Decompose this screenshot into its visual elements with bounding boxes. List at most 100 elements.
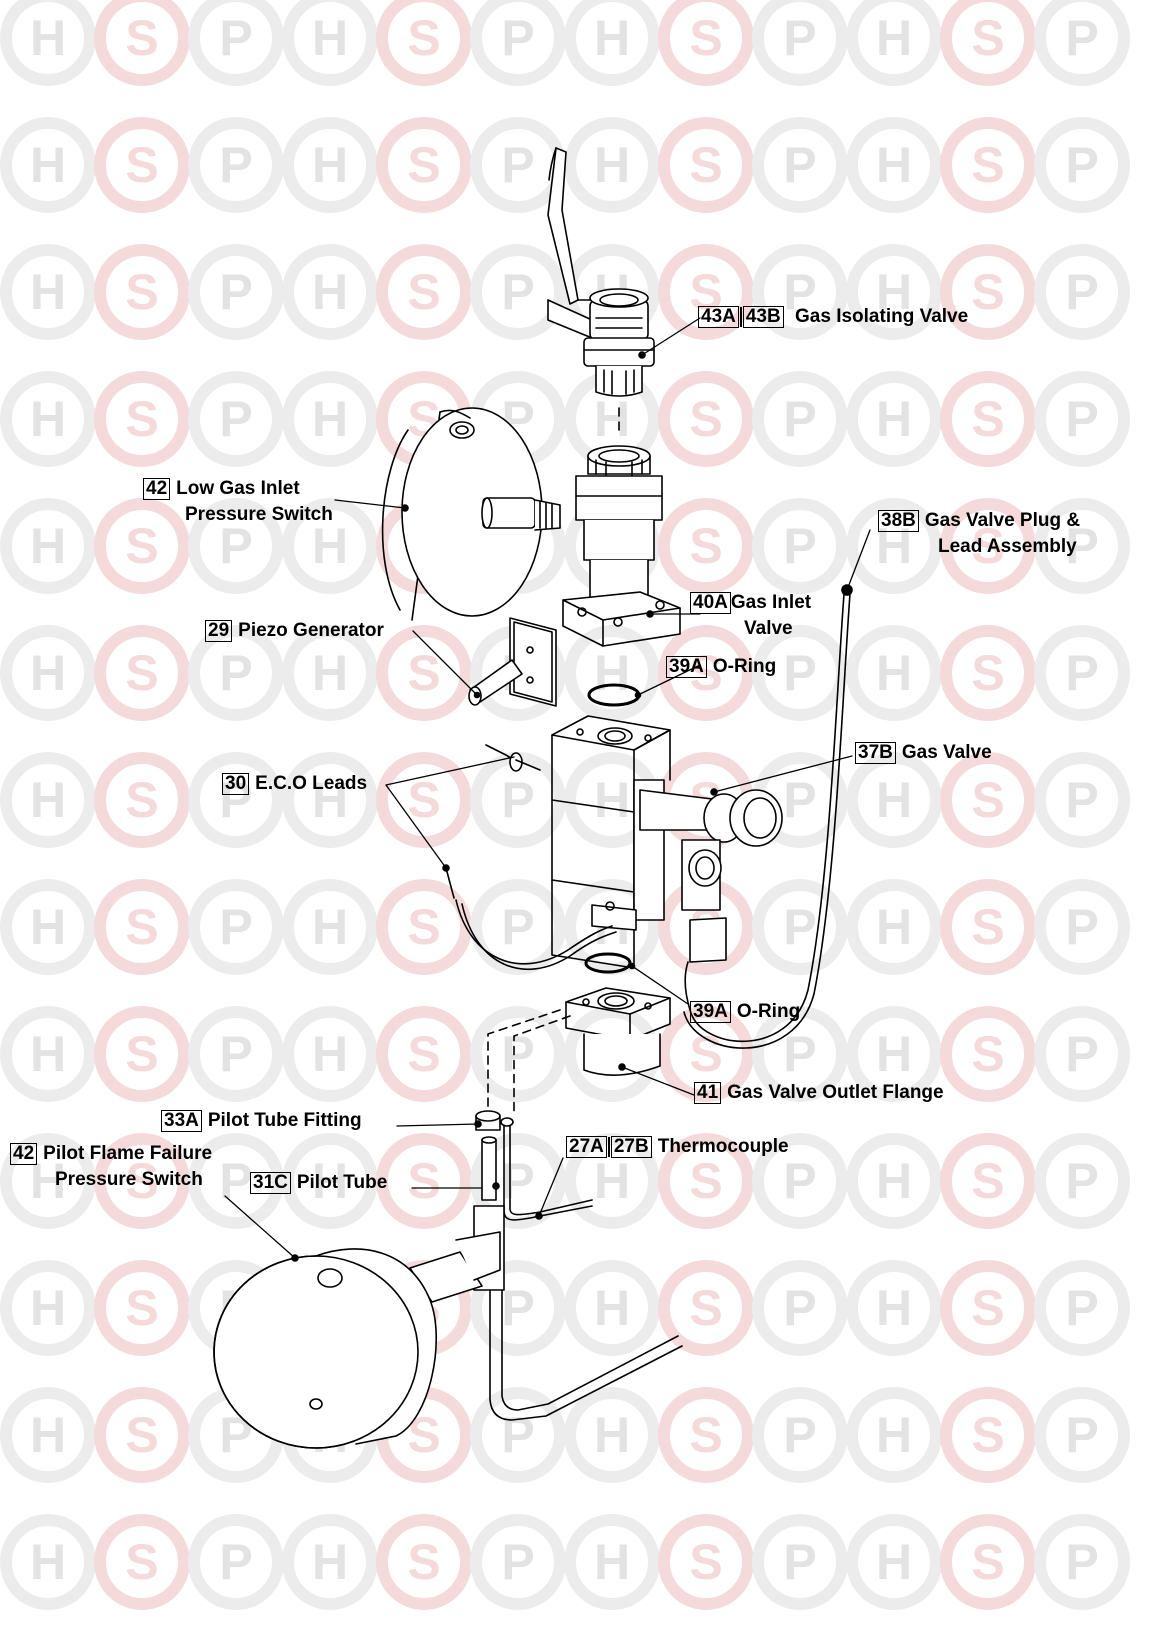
watermark-ring <box>564 625 660 721</box>
watermark-ring <box>658 1260 754 1356</box>
watermark-letter: S <box>407 137 440 193</box>
ref-27b: 27B <box>610 1136 652 1158</box>
watermark-ring <box>1034 879 1130 975</box>
watermark-letter: S <box>125 264 158 320</box>
watermark-letter: P <box>783 264 816 320</box>
watermark-ring <box>846 371 942 467</box>
watermark-letter: H <box>876 1534 912 1590</box>
watermark-ring <box>0 1387 96 1483</box>
watermark-ring <box>752 371 848 467</box>
eco-leads-part <box>442 744 617 971</box>
watermark-letter: H <box>312 391 348 447</box>
pilot-assembly-dashes <box>487 1009 571 1117</box>
watermark-ring <box>658 0 754 86</box>
watermark-ring <box>282 1006 378 1102</box>
watermark-ring <box>188 0 284 86</box>
watermark-ring <box>846 1514 942 1610</box>
watermark-letter: S <box>971 264 1004 320</box>
watermark-ring <box>940 625 1036 721</box>
watermark-ring <box>846 752 942 848</box>
watermark-letter: S <box>407 772 440 828</box>
watermark-letter: H <box>876 264 912 320</box>
watermark-letter: S <box>971 1407 1004 1463</box>
watermark-letter: P <box>783 772 816 828</box>
ref-separator <box>739 306 742 327</box>
watermark-letter: S <box>125 1280 158 1336</box>
watermark-letter: P <box>501 10 534 66</box>
watermark-letter: H <box>876 391 912 447</box>
watermark-ring <box>658 371 754 467</box>
label-gas-isolating-valve: Gas Isolating Valve <box>795 306 969 327</box>
watermark-ring <box>94 752 190 848</box>
watermark-letter: P <box>783 1280 816 1336</box>
label-pressure-switch-upper: Pressure Switch <box>185 504 333 525</box>
watermark-ring <box>564 879 660 975</box>
watermark-ring <box>940 752 1036 848</box>
watermark-letter: S <box>125 899 158 955</box>
watermark-ring <box>846 1387 942 1483</box>
watermark-letter: S <box>407 899 440 955</box>
watermark-ring <box>282 244 378 340</box>
watermark-letter: P <box>501 137 534 193</box>
pilot-flame-failure-switch-part <box>213 1231 501 1449</box>
watermark-letter: P <box>501 899 534 955</box>
ref-38b: 38B <box>878 510 919 532</box>
watermark-letter: H <box>312 264 348 320</box>
watermark-ring <box>752 1387 848 1483</box>
leader-lines <box>224 317 871 1259</box>
watermark-letter: P <box>219 264 252 320</box>
watermark-letter: S <box>125 772 158 828</box>
watermark-ring <box>282 371 378 467</box>
watermark-ring <box>846 244 942 340</box>
watermark-ring <box>188 371 284 467</box>
watermark-letter: P <box>783 899 816 955</box>
label-eco-leads: E.C.O Leads <box>255 773 368 794</box>
watermark-letter: S <box>125 1153 158 1209</box>
watermark-letter: P <box>1065 518 1098 574</box>
watermark-ring <box>1034 625 1130 721</box>
watermark-letter: P <box>501 772 534 828</box>
watermark-letter: H <box>30 264 66 320</box>
callout-gas-valve-plug-line2: Lead Assembly <box>938 534 1077 560</box>
watermark-letter: P <box>1065 391 1098 447</box>
watermark-ring <box>846 0 942 86</box>
watermark-ring <box>658 1514 754 1610</box>
label-o-ring-lower: O-Ring <box>736 1001 801 1022</box>
label-pilot-tube: Pilot Tube <box>296 1172 388 1193</box>
watermark-letter: H <box>876 899 912 955</box>
watermark-letter: P <box>1065 264 1098 320</box>
watermark-letter: H <box>30 518 66 574</box>
ref-separator-27 <box>607 1136 610 1157</box>
watermark-letter: H <box>312 10 348 66</box>
watermark-ring <box>94 625 190 721</box>
watermark-letter: H <box>30 1280 66 1336</box>
watermark-ring <box>470 1006 566 1102</box>
watermark-letter: P <box>501 1280 534 1336</box>
watermark-letter: H <box>312 899 348 955</box>
watermark-ring <box>0 117 96 213</box>
watermark-ring <box>846 1260 942 1356</box>
watermark-ring <box>940 879 1036 975</box>
ref-39a-upper: 39A <box>666 656 707 678</box>
callout-pilot-flame-failure-line2: Pressure Switch <box>55 1167 203 1193</box>
watermark-ring <box>658 1006 754 1102</box>
watermark-ring <box>846 117 942 213</box>
watermark-ring <box>282 752 378 848</box>
watermark-letter: P <box>783 1153 816 1209</box>
watermark-ring <box>940 498 1036 594</box>
watermark-ring <box>470 1260 566 1356</box>
watermark-letter: H <box>876 518 912 574</box>
watermark-ring <box>846 1006 942 1102</box>
watermark-ring <box>940 1006 1036 1102</box>
watermark-ring <box>0 498 96 594</box>
watermark-letter: H <box>30 137 66 193</box>
watermark-letter: P <box>1065 1153 1098 1209</box>
watermark-letter: P <box>501 1026 534 1082</box>
watermark-letter: P <box>783 518 816 574</box>
